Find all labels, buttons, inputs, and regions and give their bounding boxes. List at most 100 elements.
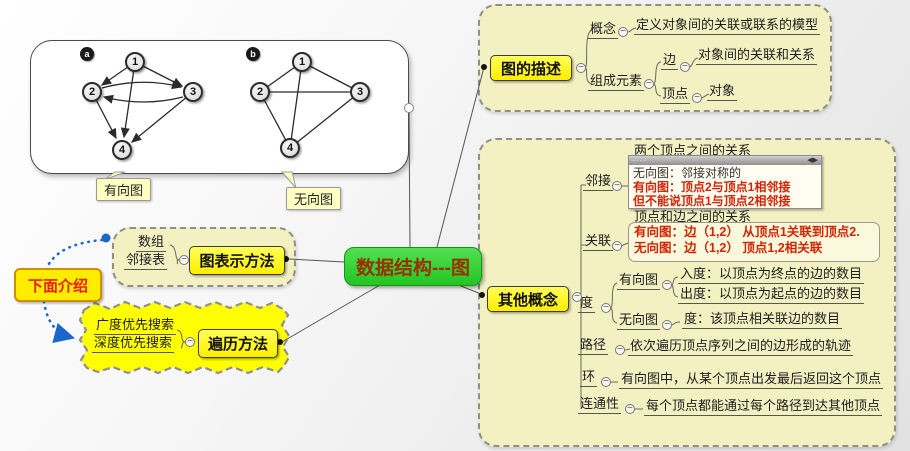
branch-connector xyxy=(670,276,679,286)
collapse-icon[interactable]: − xyxy=(662,280,672,290)
collapse-icon[interactable]: − xyxy=(612,181,622,191)
note-line-1: 无向图：邻接对称的 xyxy=(633,166,742,180)
note-titlebar[interactable]: ···· ◀▶ xyxy=(629,156,821,165)
topic-representation[interactable]: 图表示方法 xyxy=(189,246,285,275)
branch-connector xyxy=(609,282,618,309)
branch-connector xyxy=(176,259,180,265)
graph-b-node-2: 2 xyxy=(250,82,270,102)
graph-a-node-1: 1 xyxy=(125,52,145,72)
graph-a-edges xyxy=(91,61,194,143)
branch-connector xyxy=(626,27,637,33)
adjacency-note[interactable]: ···· ◀▶ 无向图：邻接对称的 有向图：顶点2与顶点1相邻接 但不能说顶点1… xyxy=(628,155,822,209)
branch-connector xyxy=(180,341,186,349)
collapse-icon[interactable]: − xyxy=(644,79,654,89)
figure-anchor-dot[interactable] xyxy=(404,103,414,113)
leaf-edge-text[interactable]: 对象间的关联和关系 xyxy=(696,44,818,65)
link-line xyxy=(281,284,381,343)
collapse-icon[interactable]: − xyxy=(615,345,625,355)
topic-description[interactable]: 图的描述 xyxy=(490,55,572,81)
collapse-icon[interactable]: − xyxy=(179,255,189,265)
branch-connector xyxy=(670,321,681,326)
graph-edge xyxy=(120,61,136,139)
figure-badge-a: a xyxy=(80,47,94,61)
graph-b-node-1: 1 xyxy=(292,52,312,72)
link-line xyxy=(436,66,485,248)
collapse-icon[interactable]: − xyxy=(601,303,611,313)
note-line-2: 有向图：顶点2与顶点1相邻接 xyxy=(633,180,791,194)
topic-concept[interactable]: 概念 xyxy=(588,18,619,39)
topic-path[interactable]: 路径 xyxy=(578,334,609,355)
collapse-icon[interactable]: − xyxy=(625,404,635,414)
topic-connectivity[interactable]: 连通性 xyxy=(578,393,622,414)
leaf-bfs[interactable]: 广度优先搜索 xyxy=(94,314,177,335)
link-line xyxy=(288,258,345,263)
topic-incidence[interactable]: 关联 xyxy=(583,230,614,251)
link-dot xyxy=(481,64,487,70)
note-line-3: 但不能说顶点1与顶点2相邻接 xyxy=(633,194,791,208)
branch-connector xyxy=(620,242,629,247)
graph-edge xyxy=(101,80,183,90)
graph-b-node-3: 3 xyxy=(350,82,370,102)
leaf-in-degree[interactable]: 入度：以顶点为终点的边的数目 xyxy=(678,263,865,284)
note-drag-dots-icon: ···· xyxy=(632,155,647,165)
branch-connector xyxy=(169,244,180,261)
graph-edge xyxy=(289,91,361,149)
leaf-concept-text[interactable]: 定义对象间的关联或联系的模型 xyxy=(634,14,821,35)
callout-pointer xyxy=(280,171,297,189)
topic-degree-directed[interactable]: 有向图 xyxy=(617,269,661,290)
topic-elements[interactable]: 组成元素 xyxy=(588,70,645,91)
leaf-vertex-text[interactable]: 对象 xyxy=(707,80,738,101)
collapse-icon[interactable]: − xyxy=(576,63,586,73)
leaf-adjacency-list[interactable]: 邻接表 xyxy=(124,249,168,270)
intro-callout[interactable]: 下面介绍 xyxy=(14,268,102,302)
link-dot xyxy=(479,292,485,298)
undirected-graph-caption[interactable]: 无向图 xyxy=(286,187,342,210)
graph-edge xyxy=(102,94,184,104)
directed-graph-caption[interactable]: 有向图 xyxy=(96,178,152,201)
note-nav-arrows-icon[interactable]: ◀▶ xyxy=(807,156,818,164)
leaf-out-degree[interactable]: 出度：以顶点为起点的边的数目 xyxy=(678,283,865,304)
graph-a-node-3: 3 xyxy=(183,82,203,102)
graph-edge xyxy=(130,91,194,143)
incidence-line-2: 无向图：边（1,2） 顶点1,2相关联 xyxy=(634,241,823,255)
incidence-highlight-box[interactable]: 有向图：边（1,2） 从顶点1关联到顶点2. 无向图：边（1,2） 顶点1,2相… xyxy=(628,222,880,262)
collapse-icon[interactable]: − xyxy=(618,27,628,37)
topic-other-concepts[interactable]: 其他概念 xyxy=(487,286,569,312)
leaf-degree-undirected[interactable]: 度：该顶点相关联边的数目 xyxy=(682,308,843,329)
link-dot xyxy=(277,339,283,345)
topic-traversal[interactable]: 遍历方法 xyxy=(198,329,278,358)
root-topic[interactable]: 数据结构---图 xyxy=(344,247,482,286)
graph-edge xyxy=(289,61,303,149)
topic-degree[interactable]: 度 xyxy=(578,292,596,313)
leaf-cycle-text[interactable]: 有向图中，从某个顶点出发最后返回这个顶点 xyxy=(619,368,884,389)
leaf-connectivity-text[interactable]: 每个顶点都能通过每个路径到达其他顶点 xyxy=(644,395,883,416)
collapse-icon[interactable]: − xyxy=(612,241,622,251)
graph-a-node-2: 2 xyxy=(82,82,102,102)
leaf-dfs[interactable]: 深度优先搜索 xyxy=(92,332,175,353)
collapse-icon[interactable]: − xyxy=(185,337,195,347)
leaf-array[interactable]: 数组 xyxy=(136,231,167,252)
collapse-icon[interactable]: − xyxy=(680,62,690,72)
link-line xyxy=(408,111,411,248)
graph-a-node-4: 4 xyxy=(112,140,132,160)
collapse-icon[interactable]: − xyxy=(662,320,672,330)
figure-badge-b: b xyxy=(246,47,260,61)
branch-connector xyxy=(670,284,679,298)
graph-b-node-4: 4 xyxy=(280,138,300,158)
root-links xyxy=(281,66,485,343)
branch-connector xyxy=(652,61,662,85)
relation-start-dot xyxy=(101,233,111,243)
collapse-icon[interactable]: − xyxy=(601,377,611,387)
topic-vertex[interactable]: 顶点 xyxy=(660,83,691,104)
topic-adjacency[interactable]: 邻接 xyxy=(583,170,614,191)
topic-cycle[interactable]: 环 xyxy=(580,366,598,387)
collapse-icon[interactable]: − xyxy=(572,292,582,302)
collapse-icon[interactable]: − xyxy=(692,93,702,103)
incidence-line-1: 有向图：边（1,2） 从顶点1关联到顶点2. xyxy=(634,225,860,239)
topic-edge[interactable]: 边 xyxy=(661,49,679,70)
topic-degree-undirected[interactable]: 无向图 xyxy=(617,309,661,330)
branch-connector xyxy=(609,307,618,324)
leaf-path-text[interactable]: 依次遍历顶点序列之间的边形成的轨迹 xyxy=(628,335,854,356)
graph-b-edges xyxy=(259,61,361,149)
